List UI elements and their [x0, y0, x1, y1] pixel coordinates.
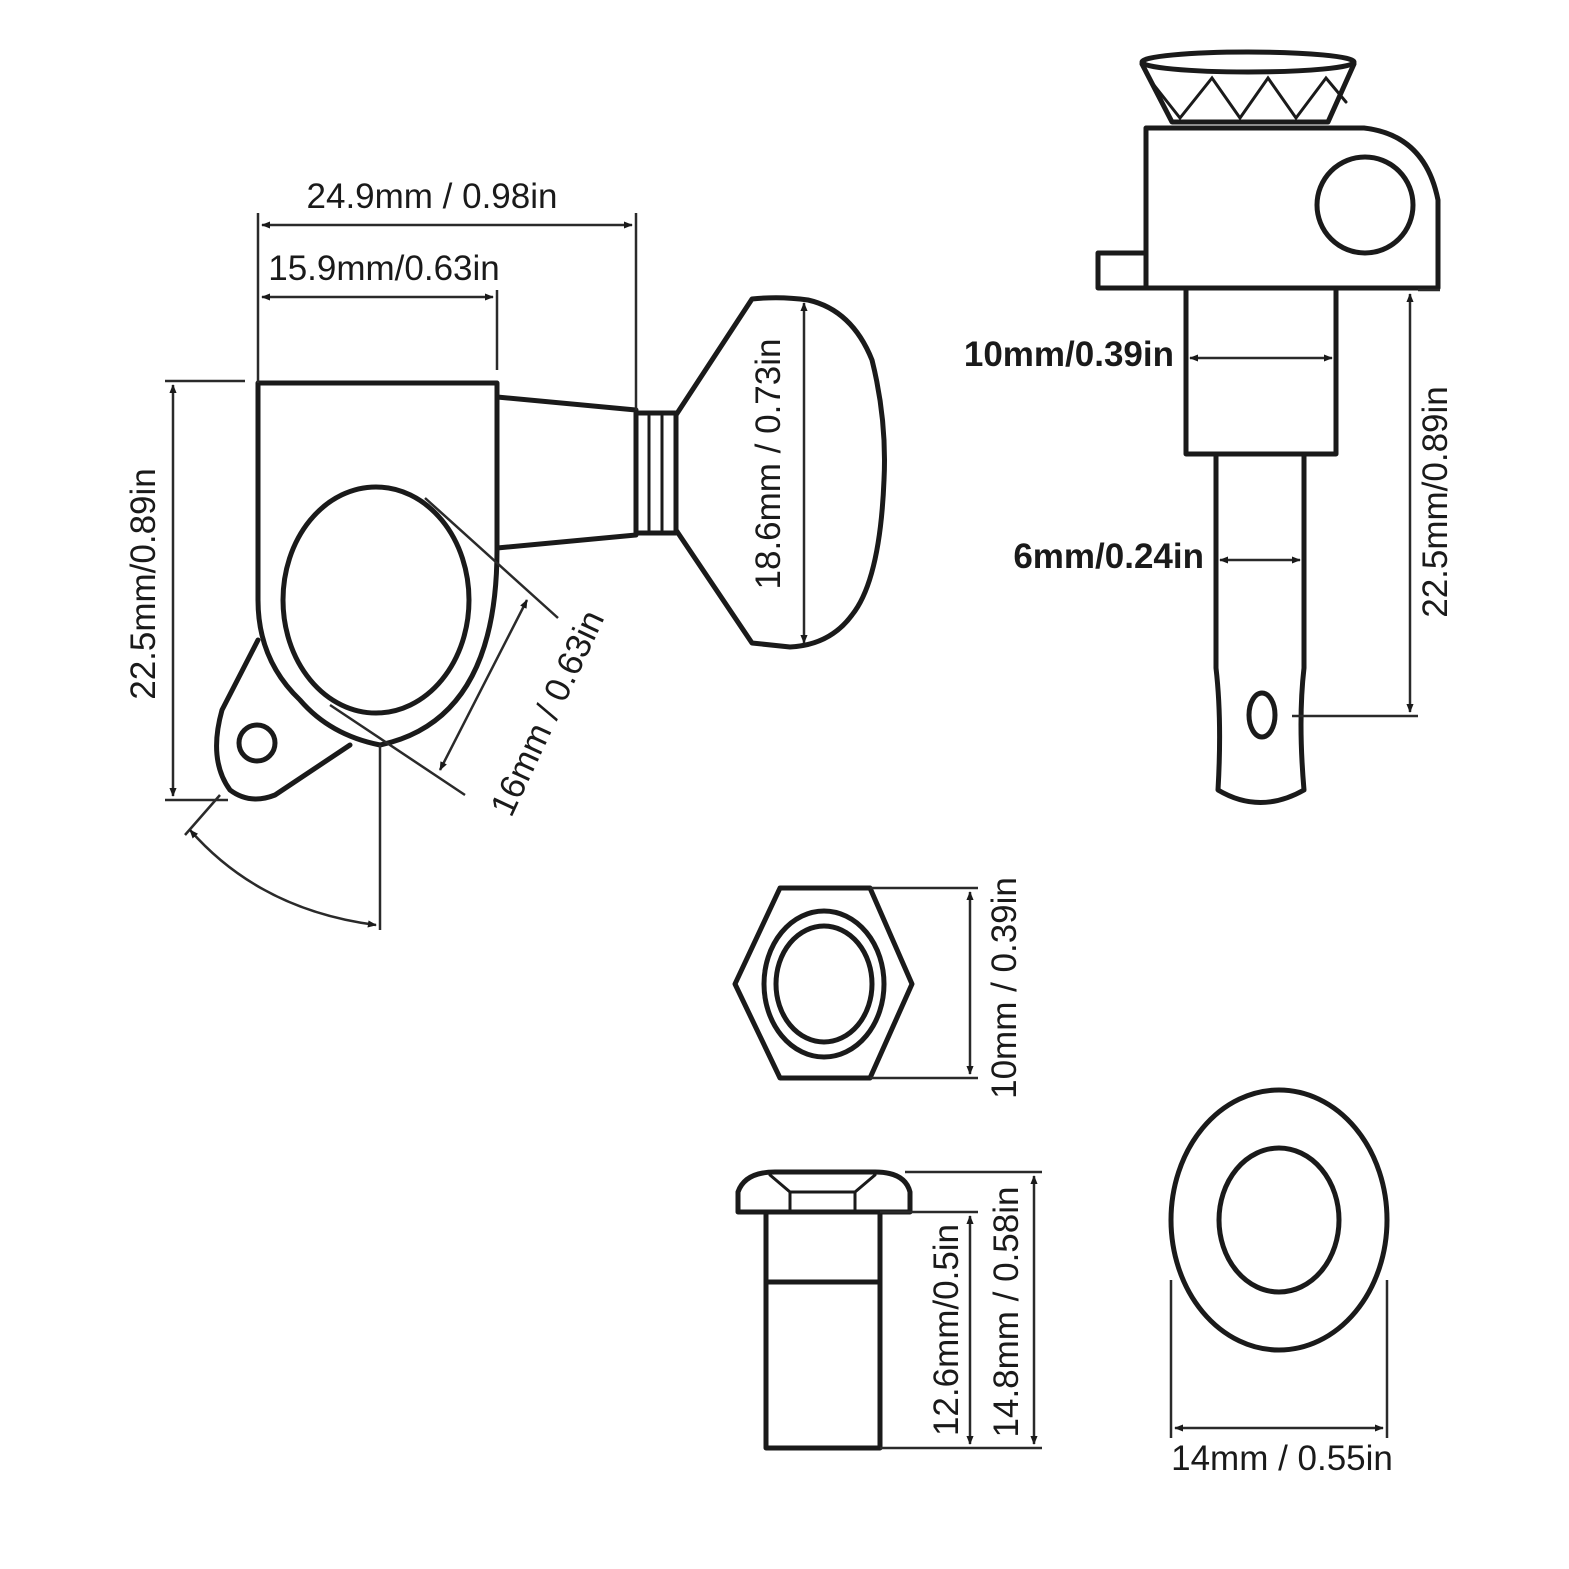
label-post-base: 10mm/0.39in	[964, 335, 1174, 374]
washer-view: 14mm / 0.55in	[1168, 1087, 1393, 1478]
tuner-body	[255, 380, 500, 748]
dim-line-gear-diameter	[438, 599, 529, 771]
mounting-hole	[236, 722, 278, 764]
tuner-shaft	[494, 394, 639, 551]
hex-nut	[732, 885, 915, 1081]
dim-angle-arc	[189, 829, 377, 928]
label-post: 6mm/0.24in	[1013, 537, 1204, 576]
string-post	[1213, 451, 1307, 805]
tuner-button	[673, 295, 887, 650]
label-hex-nut: 10mm / 0.39in	[985, 877, 1024, 1099]
side-pin	[1095, 250, 1149, 291]
side-housing	[1143, 125, 1441, 291]
shaft-collar	[633, 410, 679, 536]
gear-cover	[280, 484, 472, 716]
label-bushing-shaft: 12.6mm/0.5in	[927, 1224, 966, 1436]
bushing-view: 12.6mm/0.5in 14.8mm / 0.58in	[735, 1169, 1042, 1451]
tuner-front-view: 24.9mm / 0.98in 15.9mm/0.63in 22.5mm/0.8…	[124, 177, 887, 930]
tuner-side-view: 10mm/0.39in 6mm/0.24in 22.5mm/0.89in	[964, 49, 1455, 805]
label-total-width: 24.9mm / 0.98in	[307, 177, 558, 216]
bushing-head	[735, 1169, 913, 1215]
hex-nut-inner-ring	[773, 923, 875, 1045]
side-button-top	[1139, 49, 1357, 75]
label-button-height: 18.6mm / 0.73in	[749, 339, 788, 590]
label-washer: 14mm / 0.55in	[1171, 1439, 1393, 1478]
hex-nut-view: 10mm / 0.39in	[732, 877, 1024, 1099]
bushing-shaft	[763, 1209, 883, 1451]
label-body-height: 22.5mm/0.89in	[124, 468, 163, 700]
mounting-ear	[214, 637, 353, 802]
label-bushing-total: 14.8mm / 0.58in	[987, 1187, 1026, 1438]
label-post-height: 22.5mm/0.89in	[1416, 386, 1455, 618]
string-hole	[1246, 690, 1278, 740]
post-base	[1183, 285, 1339, 457]
hex-nut-outer-ring	[761, 908, 887, 1060]
side-gear-hole	[1314, 154, 1416, 256]
label-gear-diameter: 16mm / 0.63in	[483, 604, 612, 821]
washer-outer	[1168, 1087, 1390, 1353]
washer-inner	[1216, 1145, 1342, 1295]
label-body-width: 15.9mm/0.63in	[268, 249, 500, 288]
